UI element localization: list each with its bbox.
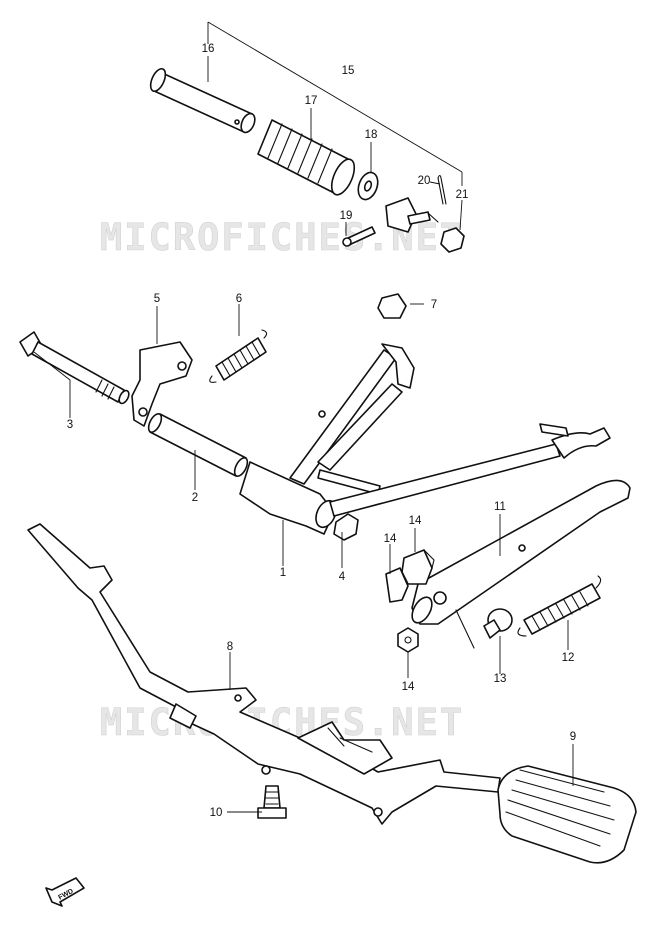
callout-19: 18: [365, 129, 378, 141]
part-8-footrest-bar: [27, 523, 501, 825]
callout-13: 13: [494, 673, 507, 685]
callout-17: 16: [202, 43, 215, 55]
callout-2: 2: [192, 492, 198, 504]
part-13-pivot-bolt: [483, 608, 513, 639]
callout-5: 5: [154, 293, 160, 305]
watermark-bottom: MICROFICHES.NET: [100, 701, 464, 744]
callout-15: 14: [402, 681, 415, 693]
part-17-footrest-shaft: [149, 67, 256, 134]
callout-3: 3: [67, 419, 73, 431]
callout-9: 9: [570, 731, 576, 743]
part-14-rubber-lower: [385, 567, 409, 603]
callout-4: 4: [339, 571, 346, 583]
part-10-bolt: [257, 785, 287, 819]
part-22-nut: [440, 227, 465, 253]
callout-22: 21: [456, 189, 469, 201]
callout-10: 10: [210, 807, 223, 819]
callout-21: 20: [418, 175, 431, 187]
part-21-cotter-pin: [437, 174, 447, 205]
forward-arrow-icon: [45, 877, 85, 907]
callout-12: 12: [562, 652, 575, 664]
part-19-washer: [357, 171, 379, 201]
part-6-spring: [209, 329, 268, 383]
callout-8: 8: [227, 641, 233, 653]
callout-7: 7: [431, 299, 437, 311]
part-3-bolt: [19, 331, 130, 405]
callout-1: 1: [280, 567, 286, 579]
callout-16: 15: [342, 65, 355, 77]
callout-6: 6: [236, 293, 242, 305]
part-5-plate: [131, 341, 193, 427]
part-4-collar: [333, 513, 359, 541]
part-15-nut: [397, 627, 419, 653]
part-20-pin: [342, 226, 376, 247]
part-7-stopper-rubber: [377, 293, 407, 319]
part-9-footrest-rubber: [497, 765, 637, 864]
callout-20: 19: [340, 210, 353, 222]
callout-18: 17: [305, 95, 318, 107]
part-11-side-stand: [411, 479, 631, 649]
fwd-direction-marker: FWD: [45, 877, 85, 907]
leader-lines: [33, 21, 574, 813]
part-12-spring: [517, 575, 602, 637]
callout-14-lower: 14: [384, 533, 397, 545]
callout-14-upper: 14: [409, 515, 422, 527]
part-footrest-bracket: [385, 197, 439, 233]
part-18-footrest-rubber: [257, 119, 356, 196]
part-1-center-stand: [239, 343, 611, 535]
part-2-pivot-pipe: [147, 413, 249, 477]
callout-11: 11: [494, 501, 506, 513]
